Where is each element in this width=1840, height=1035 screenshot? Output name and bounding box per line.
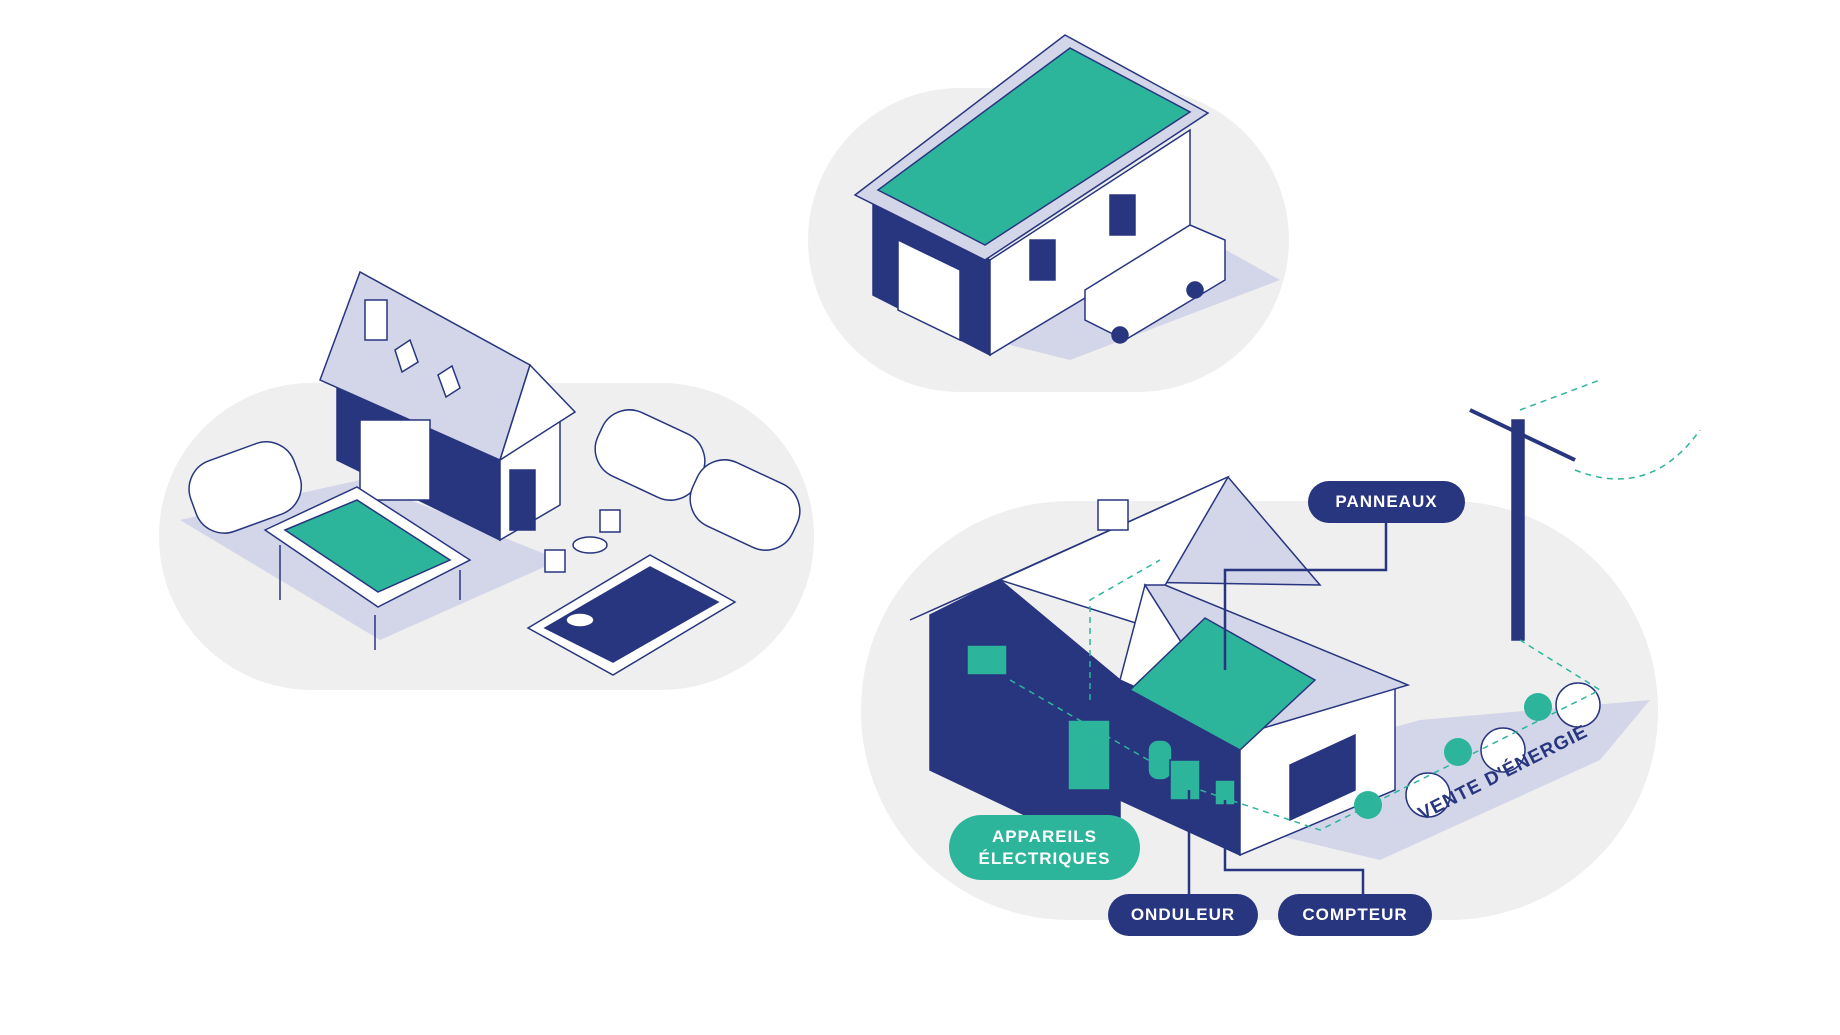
left-house-scene xyxy=(180,270,801,676)
label-text: PANNEAUX xyxy=(1335,492,1438,511)
label-onduleur: ONDULEUR xyxy=(1108,894,1258,936)
label-compteur: COMPTEUR xyxy=(1278,894,1432,936)
right-house-scene xyxy=(909,408,1650,862)
energy-flow-lines xyxy=(1009,379,1701,831)
label-appareils-electriques: APPAREILS ÉLECTRIQUES xyxy=(949,815,1140,880)
callout-lines xyxy=(1187,522,1388,900)
label-text: COMPTEUR xyxy=(1302,905,1408,924)
top-house-scene xyxy=(853,34,1280,360)
label-text-line1: APPAREILS xyxy=(991,826,1098,846)
label-panneaux: PANNEAUX xyxy=(1308,481,1465,523)
label-text: ONDULEUR xyxy=(1130,905,1236,924)
label-text-line2: ÉLECTRIQUES xyxy=(978,848,1111,868)
